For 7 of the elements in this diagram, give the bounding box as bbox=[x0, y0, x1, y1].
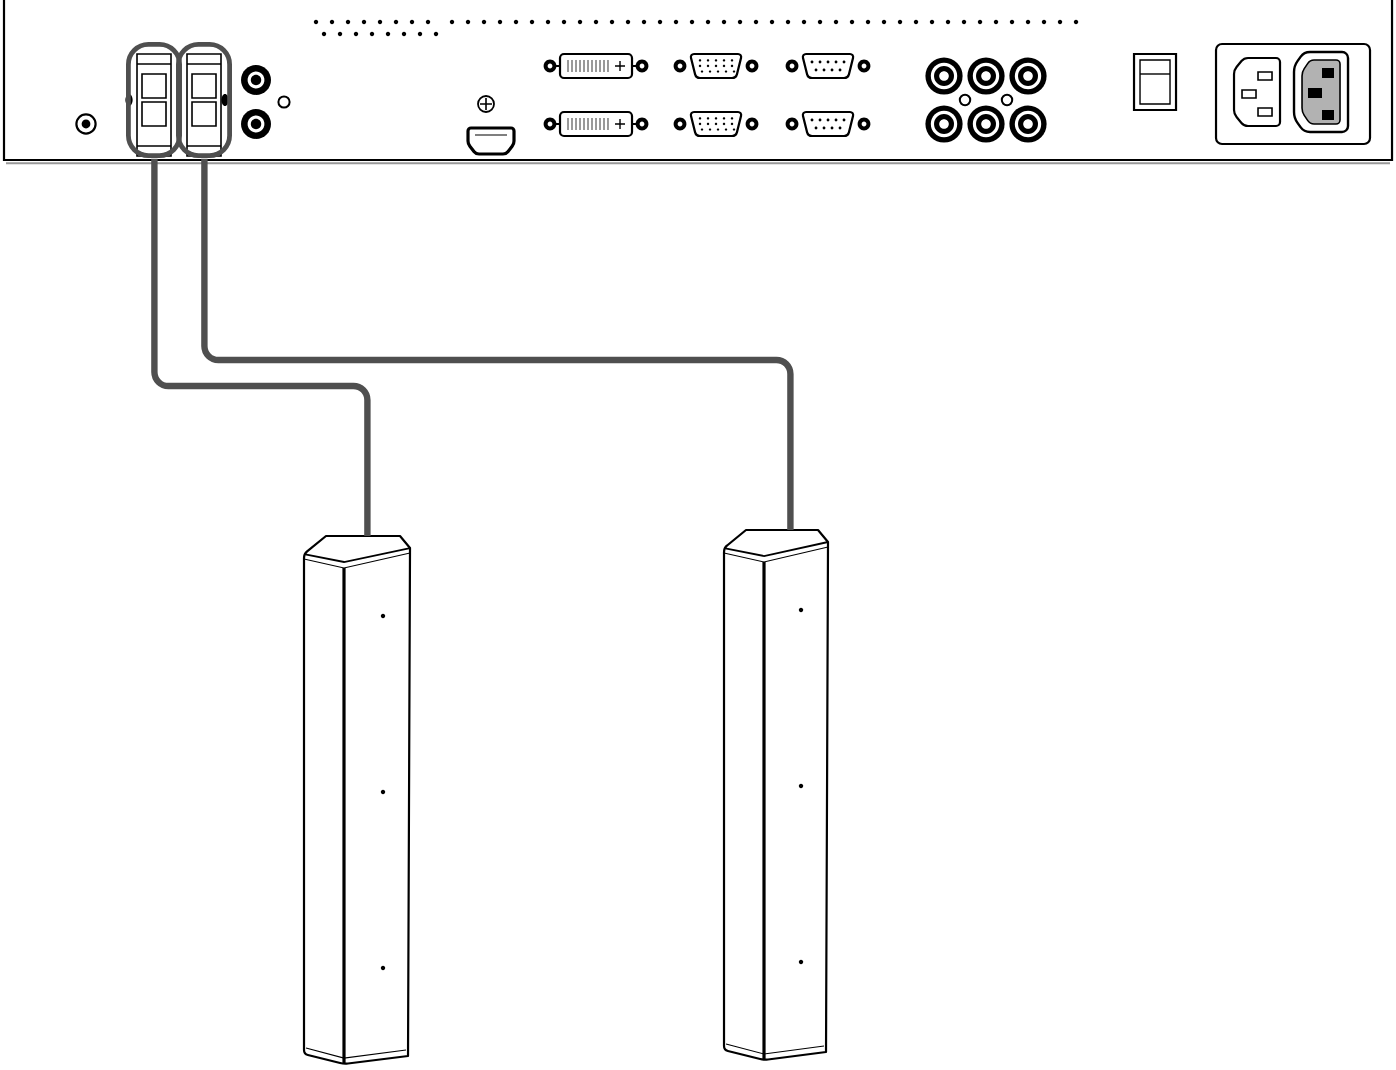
rear-panel bbox=[2, 0, 1394, 165]
speaker-terminal bbox=[125, 42, 182, 158]
speaker-terminal bbox=[176, 42, 232, 158]
speaker-cable bbox=[151, 158, 371, 536]
speaker-cable bbox=[201, 158, 794, 530]
speaker bbox=[302, 534, 412, 1065]
speaker bbox=[722, 528, 830, 1061]
